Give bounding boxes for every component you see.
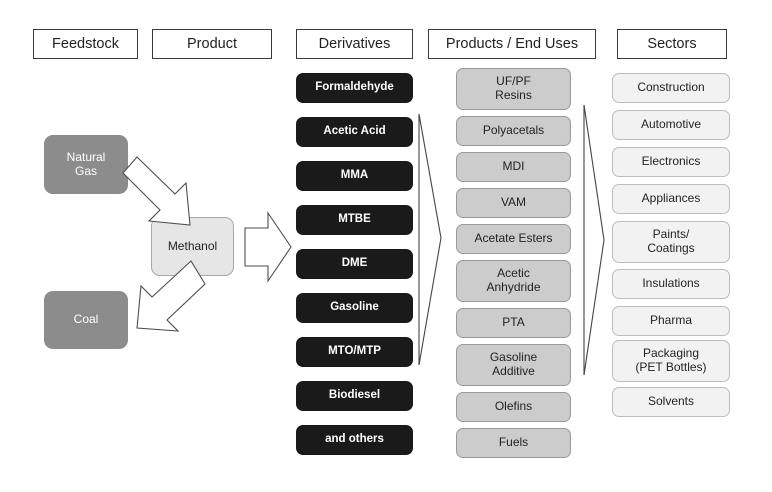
sector-node-packaging-pet-bottles: Packaging (PET Bottles) bbox=[612, 340, 730, 382]
derivative-node-mma: MMA bbox=[296, 161, 413, 191]
derivative-node-biodiesel: Biodiesel bbox=[296, 381, 413, 411]
product-enduse-node-mdi: MDI bbox=[456, 152, 571, 182]
derivative-node-acetic-acid: Acetic Acid bbox=[296, 117, 413, 147]
derivative-node-mto-mtp: MTO/MTP bbox=[296, 337, 413, 367]
column-header-sectors: Sectors bbox=[617, 29, 727, 59]
derivative-node-mtbe: MTBE bbox=[296, 205, 413, 235]
product-enduse-node-fuels: Fuels bbox=[456, 428, 571, 458]
product-enduse-node-acetate-esters: Acetate Esters bbox=[456, 224, 571, 254]
column-header-label: Products / End Uses bbox=[445, 35, 579, 52]
products-to-sectors-bracket bbox=[583, 104, 605, 376]
derivatives-to-products-bracket bbox=[418, 113, 442, 366]
column-header-product: Product bbox=[152, 29, 272, 59]
sector-node-solvents: Solvents bbox=[612, 387, 730, 417]
sector-node-appliances: Appliances bbox=[612, 184, 730, 214]
natural-gas-to-methanol-arrow bbox=[122, 156, 191, 226]
product-enduse-node-acetic-anhydride: Acetic Anhydride bbox=[456, 260, 571, 302]
column-header-label: Derivatives bbox=[318, 35, 391, 52]
product-enduse-node-uf-pf-resins: UF/PF Resins bbox=[456, 68, 571, 110]
methanol-to-derivatives-arrow bbox=[244, 211, 292, 283]
product-enduse-node-gasoline-additive: Gasoline Additive bbox=[456, 344, 571, 386]
product-enduse-node-olefins: Olefins bbox=[456, 392, 571, 422]
sector-node-pharma: Pharma bbox=[612, 306, 730, 336]
product-enduse-node-pta: PTA bbox=[456, 308, 571, 338]
column-header-label: Sectors bbox=[647, 35, 697, 52]
product-node-methanol: Methanol bbox=[151, 217, 234, 276]
feedstock-node-coal: Coal bbox=[44, 291, 128, 349]
column-header-derivatives: Derivatives bbox=[296, 29, 413, 59]
column-header-products-end-uses: Products / End Uses bbox=[428, 29, 596, 59]
product-enduse-node-vam: VAM bbox=[456, 188, 571, 218]
sector-node-automotive: Automotive bbox=[612, 110, 730, 140]
column-header-label: Product bbox=[187, 35, 237, 52]
sector-node-construction: Construction bbox=[612, 73, 730, 103]
column-header-label: Feedstock bbox=[52, 35, 119, 52]
sector-node-electronics: Electronics bbox=[612, 147, 730, 177]
product-enduse-node-polyacetals: Polyacetals bbox=[456, 116, 571, 146]
sector-node-paints-coatings: Paints/ Coatings bbox=[612, 221, 730, 263]
sector-node-insulations: Insulations bbox=[612, 269, 730, 299]
derivative-node-formaldehyde: Formaldehyde bbox=[296, 73, 413, 103]
derivative-node-gasoline: Gasoline bbox=[296, 293, 413, 323]
feedstock-node-natural-gas: Natural Gas bbox=[44, 135, 128, 194]
column-header-feedstock: Feedstock bbox=[33, 29, 138, 59]
derivative-node-dme: DME bbox=[296, 249, 413, 279]
derivative-node-and-others: and others bbox=[296, 425, 413, 455]
